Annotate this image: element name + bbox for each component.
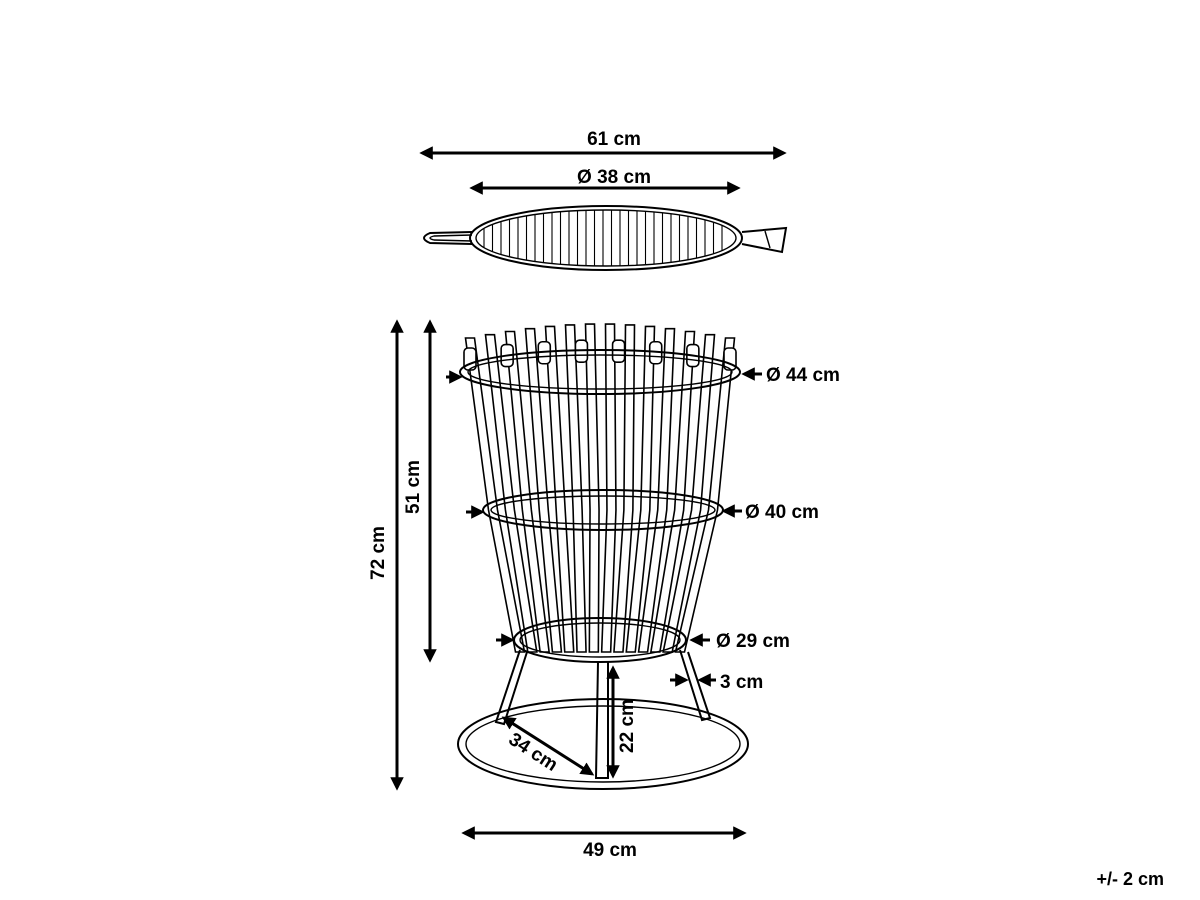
leg-height-label: 22 cm: [617, 699, 638, 753]
grate-diameter-label: Ø 38 cm: [577, 167, 651, 188]
bottom-ring-diameter-label: Ø 29 cm: [716, 631, 790, 652]
total-height-label: 72 cm: [368, 526, 389, 580]
grate-bars: [483, 210, 723, 266]
basket-drawing: [457, 323, 749, 790]
leg-width-label: 3 cm: [720, 672, 763, 693]
dimension-lines: [390, 146, 787, 840]
top-ring-diameter-label: Ø 44 cm: [766, 365, 840, 386]
base-width-label: 49 cm: [583, 840, 637, 861]
grate-width-label: 61 cm: [587, 129, 641, 150]
grate-drawing: [423, 205, 788, 271]
middle-ring-diameter-label: Ø 40 cm: [745, 502, 819, 523]
basket-slats: [463, 323, 737, 653]
basket-height-label: 51 cm: [403, 460, 424, 514]
tolerance-note: +/- 2 cm: [1096, 869, 1164, 889]
